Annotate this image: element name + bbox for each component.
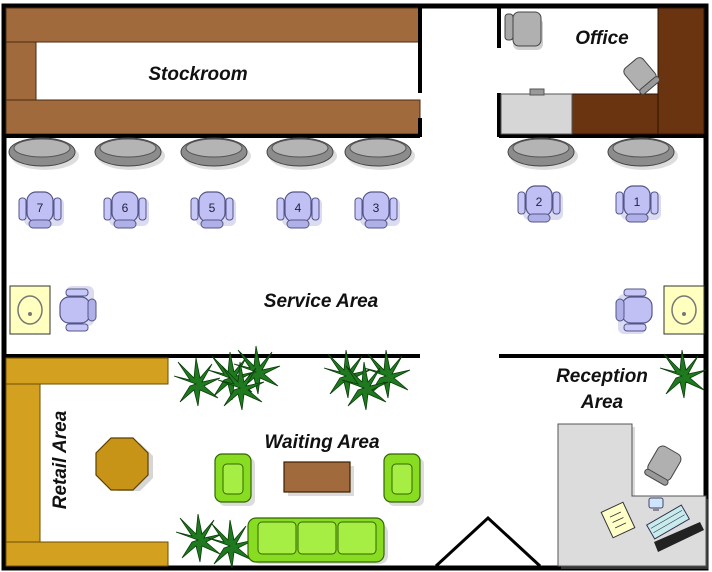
waiting-area-label: Waiting Area — [264, 432, 380, 453]
reception-desk — [557, 423, 709, 569]
service-area-label: Service Area — [264, 291, 379, 312]
station-4[interactable]: 4 — [276, 191, 323, 229]
station-5-number: 5 — [209, 201, 216, 215]
sofa[interactable] — [247, 517, 388, 564]
station-5[interactable]: 5 — [190, 191, 237, 229]
phone-icon — [654, 522, 704, 552]
office-desk — [571, 7, 705, 135]
office-cabinet — [500, 88, 573, 135]
sink-chair-right[interactable] — [615, 288, 653, 335]
station-7-number: 7 — [37, 201, 44, 215]
reception-chair[interactable] — [644, 444, 684, 486]
waiting-chair-left[interactable] — [214, 453, 256, 507]
waiting-chair-right[interactable] — [383, 453, 425, 507]
outer-wall — [1, 3, 709, 571]
keyboard-icon — [645, 504, 691, 540]
station-2[interactable]: 2 — [517, 185, 564, 223]
station-3-number: 3 — [373, 201, 380, 215]
reception-label-line2: Area — [580, 392, 624, 413]
plants-bottom-left — [175, 513, 255, 569]
retail-shelves — [5, 357, 169, 567]
appointment-book-icon — [600, 501, 636, 539]
office-label: Office — [575, 28, 629, 49]
station-2-number: 2 — [536, 195, 543, 209]
office-chair-top — [504, 11, 543, 50]
station-1[interactable]: 1 — [615, 185, 662, 223]
computer-monitor-icon — [648, 497, 664, 511]
stockroom-label: Stockroom — [148, 64, 247, 85]
office-chair-desk — [623, 57, 661, 95]
sink-right — [663, 285, 705, 335]
dryer-row — [8, 137, 679, 171]
sink-left — [9, 285, 51, 335]
retail-area-label: Retail Area — [50, 410, 71, 509]
station-6-number: 6 — [122, 201, 129, 215]
station-6[interactable]: 6 — [103, 191, 150, 229]
station-4-number: 4 — [295, 201, 302, 215]
station-7[interactable]: 7 — [18, 191, 65, 229]
retail-table — [95, 437, 153, 491]
sink-chair-left[interactable] — [59, 285, 97, 332]
coffee-table — [283, 461, 354, 496]
station-3[interactable]: 3 — [354, 191, 401, 229]
stockroom-shelves — [5, 7, 421, 135]
plants-top-center — [323, 349, 411, 411]
station-1-number: 1 — [634, 195, 641, 209]
reception-label-line1: Reception — [556, 366, 648, 387]
entrance-door[interactable] — [434, 515, 542, 568]
